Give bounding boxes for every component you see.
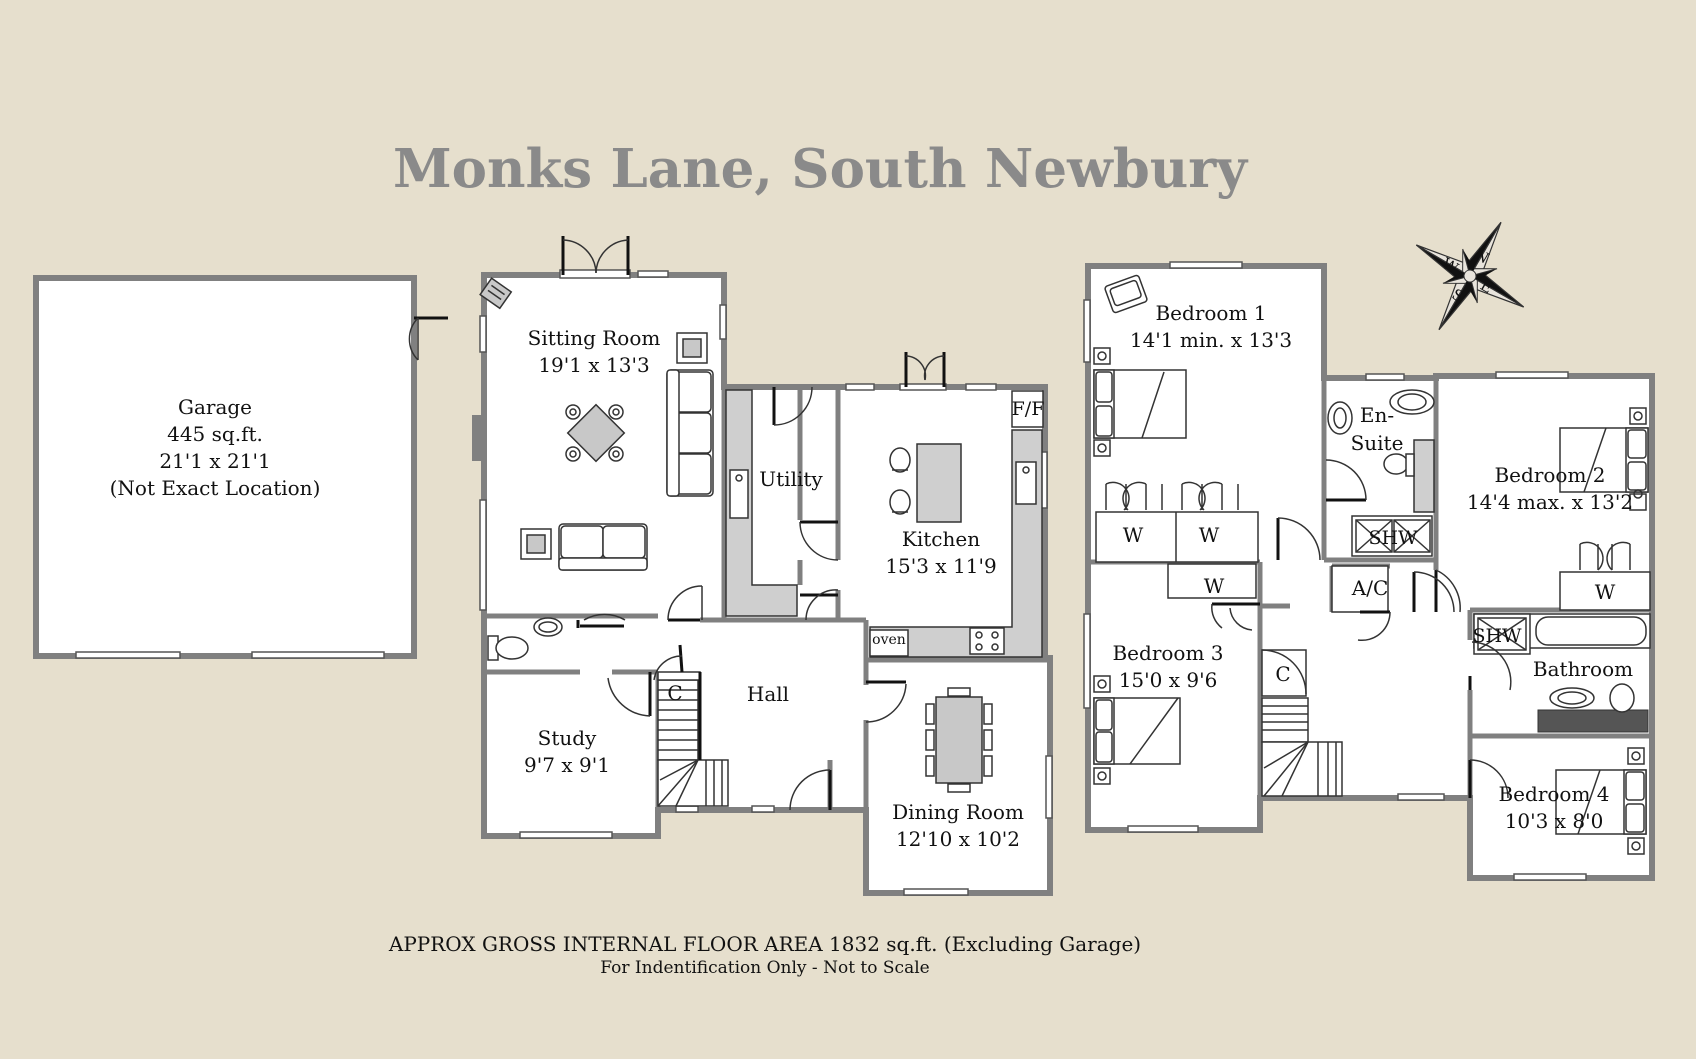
ground-floor xyxy=(472,236,1053,896)
bedroom4-label: Bedroom 4 10'3 x 8'0 xyxy=(1498,781,1609,835)
ensuite-shower-label: SHW xyxy=(1368,527,1418,549)
bedroom3-name: Bedroom 3 xyxy=(1112,641,1224,665)
kitchen-name: Kitchen xyxy=(901,527,981,551)
garage-area: 445 sq.ft. xyxy=(167,422,263,446)
study-size: 9'7 x 9'1 xyxy=(524,753,610,777)
bedroom2-size: 14'4 max. x 13'2 xyxy=(1466,490,1634,514)
dining-room-name: Dining Room xyxy=(892,800,1024,824)
bedroom3-label: Bedroom 3 15'0 x 9'6 xyxy=(1112,640,1223,694)
garage-size: 21'1 x 21'1 xyxy=(159,449,271,473)
bedroom3-size: 15'0 x 9'6 xyxy=(1118,668,1218,692)
oven-label: oven xyxy=(872,632,906,648)
bedroom3-wardrobe: W xyxy=(1203,574,1225,598)
ensuite-name-2: Suite xyxy=(1350,431,1404,455)
garage xyxy=(33,275,448,659)
bedroom1-label: Bedroom 1 14'1 min. x 13'3 xyxy=(1130,300,1292,354)
bathroom-shower-label: SHW xyxy=(1472,625,1522,647)
bedroom2-label: Bedroom 2 14'4 max. x 13'2 xyxy=(1467,462,1633,516)
ensuite-name-1: En- xyxy=(1359,403,1395,427)
bedroom2-wardrobe: W xyxy=(1594,580,1616,604)
page-title: Monks Lane, South Newbury xyxy=(392,138,1248,200)
bedroom4-size: 10'3 x 8'0 xyxy=(1504,809,1604,833)
kitchen-size: 15'3 x 11'9 xyxy=(885,554,997,578)
dining-room-label: Dining Room 12'10 x 10'2 xyxy=(892,799,1024,853)
kitchen-label: Kitchen 15'3 x 11'9 xyxy=(885,526,996,580)
bedroom4-name: Bedroom 4 xyxy=(1498,782,1610,806)
bedroom1-wardrobe-1: W xyxy=(1122,523,1144,547)
bedroom1-wardrobe-2: W xyxy=(1198,523,1220,547)
stairs-ground xyxy=(657,671,729,807)
disclaimer-note: For Indentification Only - Not to Scale xyxy=(600,958,930,978)
dining-room-size: 12'10 x 10'2 xyxy=(895,827,1021,851)
sitting-room-name: Sitting Room xyxy=(527,326,661,350)
study-label: Study 9'7 x 9'1 xyxy=(524,725,610,779)
garage-name: Garage xyxy=(177,395,253,419)
bedroom2-name: Bedroom 2 xyxy=(1494,463,1606,487)
garage-label: Garage 445 sq.ft. 21'1 x 21'1 (Not Exact… xyxy=(110,394,321,502)
hall-cupboard-label: C xyxy=(667,681,683,705)
stairs-first xyxy=(1261,697,1343,797)
utility-name: Utility xyxy=(759,467,823,491)
ensuite-label: En- Suite xyxy=(1351,401,1404,457)
utility-label: Utility xyxy=(759,466,822,493)
hall-label: Hall xyxy=(746,682,790,706)
bathroom-label: Bathroom xyxy=(1532,657,1634,681)
garage-note: (Not Exact Location) xyxy=(109,476,321,500)
first-floor xyxy=(1083,261,1655,881)
bedroom1-size: 14'1 min. x 13'3 xyxy=(1129,328,1293,352)
bedroom1-name: Bedroom 1 xyxy=(1155,301,1267,325)
sitting-room-size: 19'1 x 13'3 xyxy=(538,353,650,377)
landing-cupboard-label: C xyxy=(1275,662,1291,686)
compass-rose: N E S W xyxy=(1415,221,1525,331)
sitting-room-label: Sitting Room 19'1 x 13'3 xyxy=(528,325,661,379)
fridge-freezer-label: F/F xyxy=(1011,398,1045,420)
airing-cupboard-label: A/C xyxy=(1351,576,1389,600)
floor-area-note: APPROX GROSS INTERNAL FLOOR AREA 1832 sq… xyxy=(388,932,1142,956)
study-name: Study xyxy=(537,726,597,750)
